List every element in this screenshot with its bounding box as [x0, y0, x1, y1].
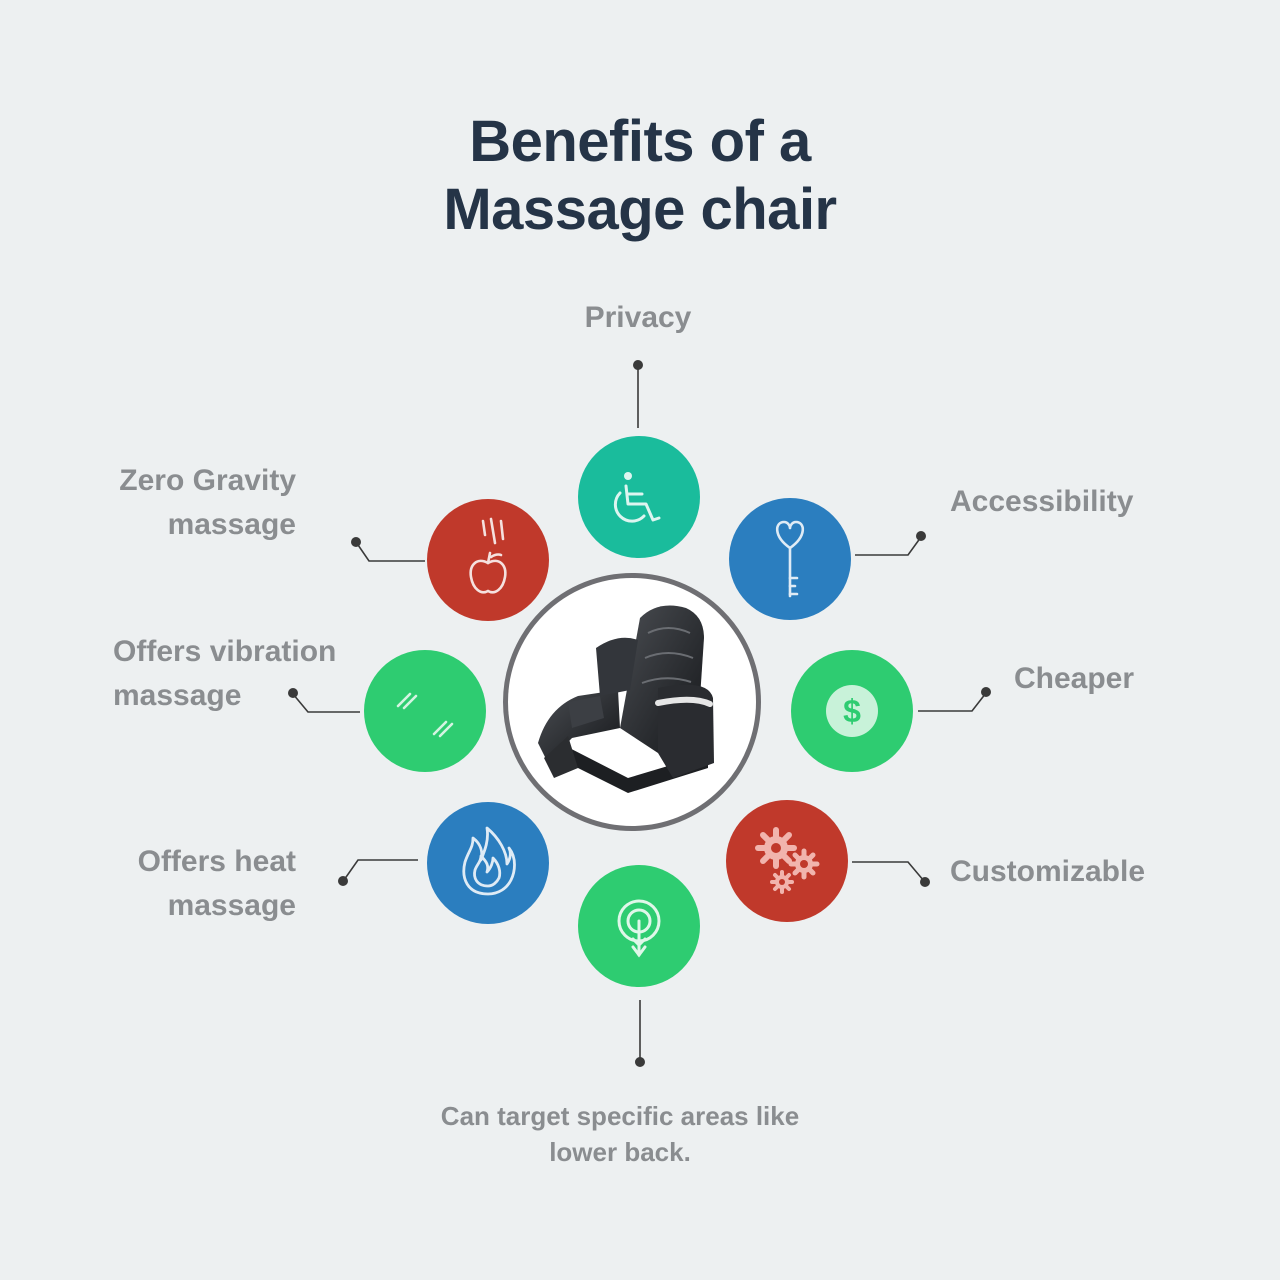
node-accessibility — [729, 498, 851, 620]
label-vibration: Offers vibration massage — [113, 635, 337, 712]
node-zero-gravity — [427, 499, 549, 621]
connector-dot — [920, 877, 930, 887]
label-accessibility: Accessibility — [950, 485, 1134, 518]
page-title: Benefits of a Massage chair — [443, 109, 837, 242]
label-cheaper: Cheaper — [1014, 662, 1135, 695]
node-vibration — [364, 650, 486, 772]
connector-dot — [633, 360, 643, 370]
connector-dot — [288, 688, 298, 698]
target-arrow-icon — [617, 899, 661, 958]
heart-key-icon — [775, 520, 805, 598]
connector-dot — [916, 531, 926, 541]
svg-text:$: $ — [843, 693, 861, 729]
node-cheaper: $ — [791, 650, 913, 772]
node-heat — [427, 802, 549, 924]
label-privacy: Privacy — [584, 301, 692, 334]
massage-chair-circle — [503, 573, 761, 831]
connector-dot — [981, 687, 991, 697]
falling-apple-icon — [469, 517, 507, 594]
dollar-coin-icon: $ — [826, 685, 878, 737]
node-privacy — [578, 436, 700, 558]
label-heat: Offers heat massage — [137, 845, 296, 922]
label-target-areas: Can target specific areas like lower bac… — [440, 1101, 800, 1167]
vibration-lines-icon — [396, 692, 454, 738]
gears-icon — [755, 827, 820, 894]
flame-icon — [462, 826, 516, 896]
massage-chair-icon — [538, 605, 714, 793]
label-zero-gravity: Zero Gravity massage — [119, 464, 296, 541]
connector-dot — [351, 537, 361, 547]
connector-dot — [338, 876, 348, 886]
connector-dot — [635, 1057, 645, 1067]
wheelchair-icon — [613, 472, 661, 523]
node-target-areas — [578, 865, 700, 987]
label-customizable: Customizable — [950, 855, 1146, 888]
node-customizable — [726, 800, 848, 922]
